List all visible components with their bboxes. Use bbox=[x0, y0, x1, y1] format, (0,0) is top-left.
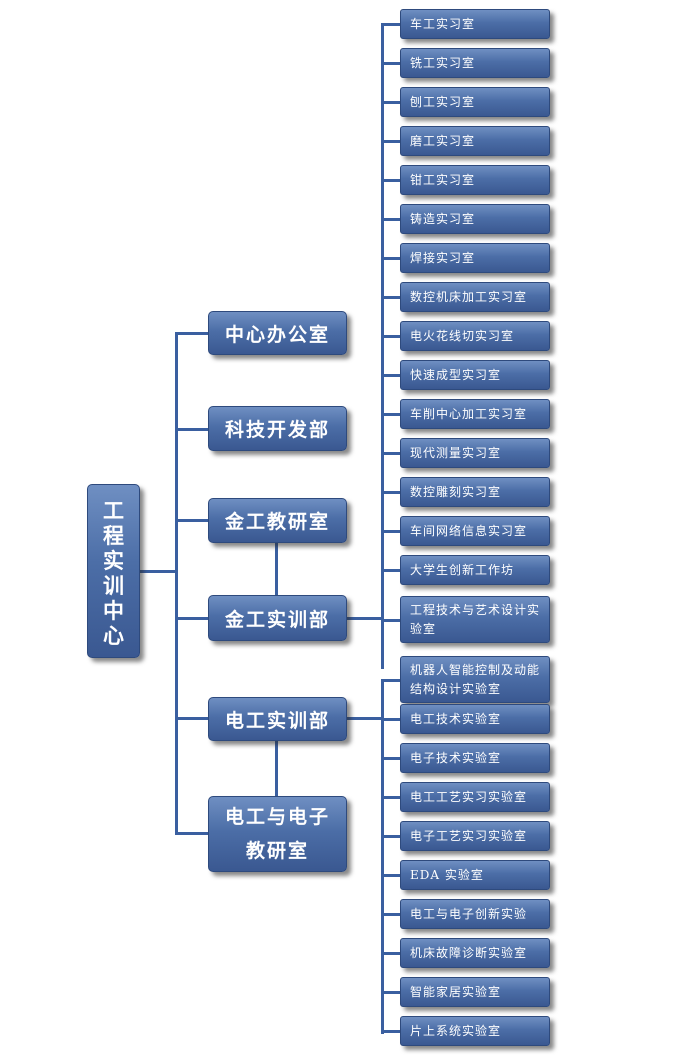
diangong-lab-0[interactable]: 电工技术实验室 bbox=[400, 704, 550, 734]
jingong-lab-16[interactable]: 机器人智能控制及动能结构设计实验室 bbox=[400, 656, 550, 703]
jingong-lab-tick-12 bbox=[381, 491, 400, 494]
jingong-lab-tick-13 bbox=[381, 530, 400, 533]
jingong-lab-tick-15 bbox=[381, 619, 400, 622]
jg-lab-trunk bbox=[381, 23, 384, 669]
diangong-lab-tick-5 bbox=[381, 913, 400, 916]
jingong-lab-9[interactable]: 快速成型实习室 bbox=[400, 360, 550, 390]
dg-to-labs bbox=[347, 717, 383, 720]
dg-pair-connector bbox=[275, 741, 278, 796]
diangong-lab-tick-2 bbox=[381, 796, 400, 799]
diangong-lab-4[interactable]: EDA 实验室 bbox=[400, 860, 550, 890]
jingong-lab-8[interactable]: 电火花线切实习室 bbox=[400, 321, 550, 351]
jingong-lab-tick-5 bbox=[381, 218, 400, 221]
root-node[interactable]: 工程实训中心 bbox=[87, 484, 140, 658]
dept-tech[interactable]: 科技开发部 bbox=[208, 406, 347, 451]
jingong-lab-tick-16 bbox=[381, 679, 400, 682]
branch-tech bbox=[175, 428, 208, 431]
jingong-lab-tick-3 bbox=[381, 140, 400, 143]
jingong-lab-3[interactable]: 磨工实习室 bbox=[400, 126, 550, 156]
jingong-lab-14[interactable]: 大学生创新工作坊 bbox=[400, 555, 550, 585]
jingong-lab-6[interactable]: 焊接实习室 bbox=[400, 243, 550, 273]
branch-dg-training bbox=[175, 717, 208, 720]
diangong-lab-tick-0 bbox=[381, 718, 400, 721]
diangong-lab-tick-3 bbox=[381, 835, 400, 838]
jingong-lab-tick-2 bbox=[381, 101, 400, 104]
branch-jg-research bbox=[175, 519, 208, 522]
jg-pair-connector bbox=[275, 543, 278, 598]
jingong-lab-2[interactable]: 刨工实习室 bbox=[400, 87, 550, 117]
diangong-lab-1[interactable]: 电子技术实验室 bbox=[400, 743, 550, 773]
diangong-lab-tick-4 bbox=[381, 874, 400, 877]
jingong-lab-15[interactable]: 工程技术与艺术设计实验室 bbox=[400, 596, 550, 643]
jingong-lab-tick-8 bbox=[381, 335, 400, 338]
dept-trunk bbox=[175, 332, 178, 835]
jingong-lab-7[interactable]: 数控机床加工实习室 bbox=[400, 282, 550, 312]
jingong-lab-tick-0 bbox=[381, 23, 400, 26]
jingong-lab-0[interactable]: 车工实习室 bbox=[400, 9, 550, 39]
jingong-lab-4[interactable]: 钳工实习室 bbox=[400, 165, 550, 195]
diangong-lab-8[interactable]: 片上系统实验室 bbox=[400, 1016, 550, 1046]
jingong-lab-tick-7 bbox=[381, 296, 400, 299]
jingong-lab-tick-6 bbox=[381, 257, 400, 260]
jingong-lab-tick-9 bbox=[381, 374, 400, 377]
diangong-lab-tick-8 bbox=[381, 1030, 400, 1033]
jingong-lab-12[interactable]: 数控雕刻实习室 bbox=[400, 477, 550, 507]
branch-dg-research bbox=[175, 832, 208, 835]
jingong-lab-13[interactable]: 车间网络信息实习室 bbox=[400, 516, 550, 546]
jingong-lab-5[interactable]: 铸造实习室 bbox=[400, 204, 550, 234]
root-label: 工程实训中心 bbox=[103, 498, 124, 648]
diangong-lab-5[interactable]: 电工与电子创新实验 bbox=[400, 899, 550, 929]
dg-lab-trunk bbox=[381, 679, 384, 1034]
diangong-lab-tick-6 bbox=[381, 952, 400, 955]
diangong-lab-6[interactable]: 机床故障诊断实验室 bbox=[400, 938, 550, 968]
jingong-lab-tick-1 bbox=[381, 62, 400, 65]
root-connector bbox=[140, 570, 176, 573]
jg-to-labs bbox=[347, 617, 383, 620]
diangong-lab-2[interactable]: 电工工艺实习实验室 bbox=[400, 782, 550, 812]
diangong-lab-tick-7 bbox=[381, 991, 400, 994]
jingong-lab-1[interactable]: 铣工实习室 bbox=[400, 48, 550, 78]
dept-jg-research[interactable]: 金工教研室 bbox=[208, 498, 347, 543]
jingong-lab-tick-10 bbox=[381, 413, 400, 416]
branch-jg-training bbox=[175, 617, 208, 620]
jingong-lab-tick-4 bbox=[381, 179, 400, 182]
dept-dg-research-label: 电工与电子教研室 bbox=[224, 806, 330, 862]
jingong-lab-tick-14 bbox=[381, 569, 400, 572]
branch-office bbox=[175, 332, 208, 335]
diangong-lab-3[interactable]: 电子工艺实习实验室 bbox=[400, 821, 550, 851]
dept-dg-research[interactable]: 电工与电子教研室 bbox=[208, 796, 347, 872]
dept-dg-training[interactable]: 电工实训部 bbox=[208, 697, 347, 741]
dept-office[interactable]: 中心办公室 bbox=[208, 311, 347, 355]
diangong-lab-tick-1 bbox=[381, 757, 400, 760]
jingong-lab-tick-11 bbox=[381, 452, 400, 455]
diangong-lab-7[interactable]: 智能家居实验室 bbox=[400, 977, 550, 1007]
jingong-lab-11[interactable]: 现代测量实习室 bbox=[400, 438, 550, 468]
jingong-lab-10[interactable]: 车削中心加工实习室 bbox=[400, 399, 550, 429]
dept-jg-training[interactable]: 金工实训部 bbox=[208, 595, 347, 641]
